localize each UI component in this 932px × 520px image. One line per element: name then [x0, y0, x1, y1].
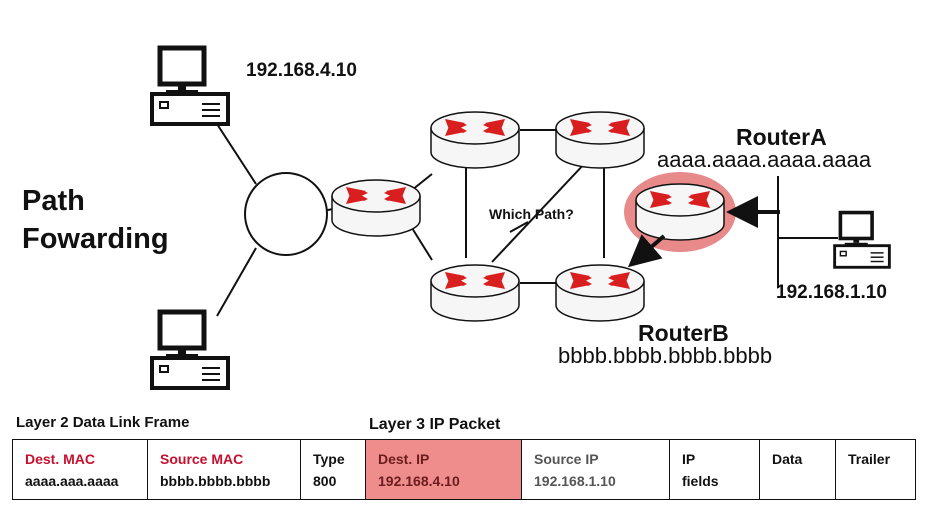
field-source-ip: Source IP 192.168.1.10: [521, 440, 669, 499]
field-value: bbbb.bbbb.bbbb: [160, 473, 271, 489]
field-dest-mac: Dest. MAC aaaa.aaa.aaaa: [13, 440, 147, 499]
field-data: Data: [759, 440, 835, 499]
field-header: Trailer: [848, 451, 891, 467]
computer-icon-right: [832, 210, 892, 270]
router-a-icon: [635, 183, 725, 241]
field-source-mac: Source MAC bbbb.bbbb.bbbb: [147, 440, 300, 499]
field-dest-ip: Dest. IP 192.168.4.10: [365, 440, 521, 499]
frame-table: Dest. MAC aaaa.aaa.aaaa Source MAC bbbb.…: [12, 439, 916, 500]
router-icon: [555, 264, 645, 322]
field-value: fields: [682, 473, 719, 489]
host-right-ip: 192.168.1.10: [776, 282, 887, 303]
title-line-2: Fowarding: [22, 223, 169, 255]
layer3-label: Layer 3 IP Packet: [369, 416, 501, 433]
router-icon: [331, 179, 421, 237]
field-value: 192.168.1.10: [534, 473, 616, 489]
field-value: 800: [313, 473, 337, 489]
field-header: Dest. MAC: [25, 451, 96, 467]
computer-icon-bottom: [152, 312, 228, 388]
links: [216, 123, 838, 317]
host-top-ip: 192.168.4.10: [246, 60, 357, 81]
computer-icon-top: [152, 48, 228, 124]
field-trailer: Trailer: [835, 440, 915, 499]
router-a-name: RouterA: [736, 124, 827, 150]
field-header: Data: [772, 451, 803, 467]
field-value: aaaa.aaa.aaaa: [25, 473, 119, 489]
router-icon: [430, 111, 520, 169]
field-header: Source IP: [534, 451, 599, 467]
field-header: IP: [682, 451, 696, 467]
router-b-name: RouterB: [638, 320, 729, 346]
field-header: Dest. IP: [378, 451, 430, 467]
field-header: Source MAC: [160, 451, 244, 467]
field-ip-fields: IP fields: [669, 440, 759, 499]
field-header: Type: [313, 451, 345, 467]
diagram-title: Path Fowarding: [22, 182, 169, 258]
title-line-1: Path: [22, 185, 85, 217]
hub-circle: [244, 172, 328, 256]
layer2-label: Layer 2 Data Link Frame: [16, 414, 190, 431]
which-path-label: Which Path?: [489, 206, 574, 222]
router-icon: [555, 111, 645, 169]
router-b-mac: bbbb.bbbb.bbbb.bbbb: [558, 343, 773, 368]
router-a-mac: aaaa.aaaa.aaaa.aaaa: [657, 147, 872, 172]
field-type: Type 800: [300, 440, 365, 499]
arrow-to-router-b: [627, 234, 666, 268]
field-value: 192.168.4.10: [378, 473, 460, 489]
router-icon: [430, 264, 520, 322]
